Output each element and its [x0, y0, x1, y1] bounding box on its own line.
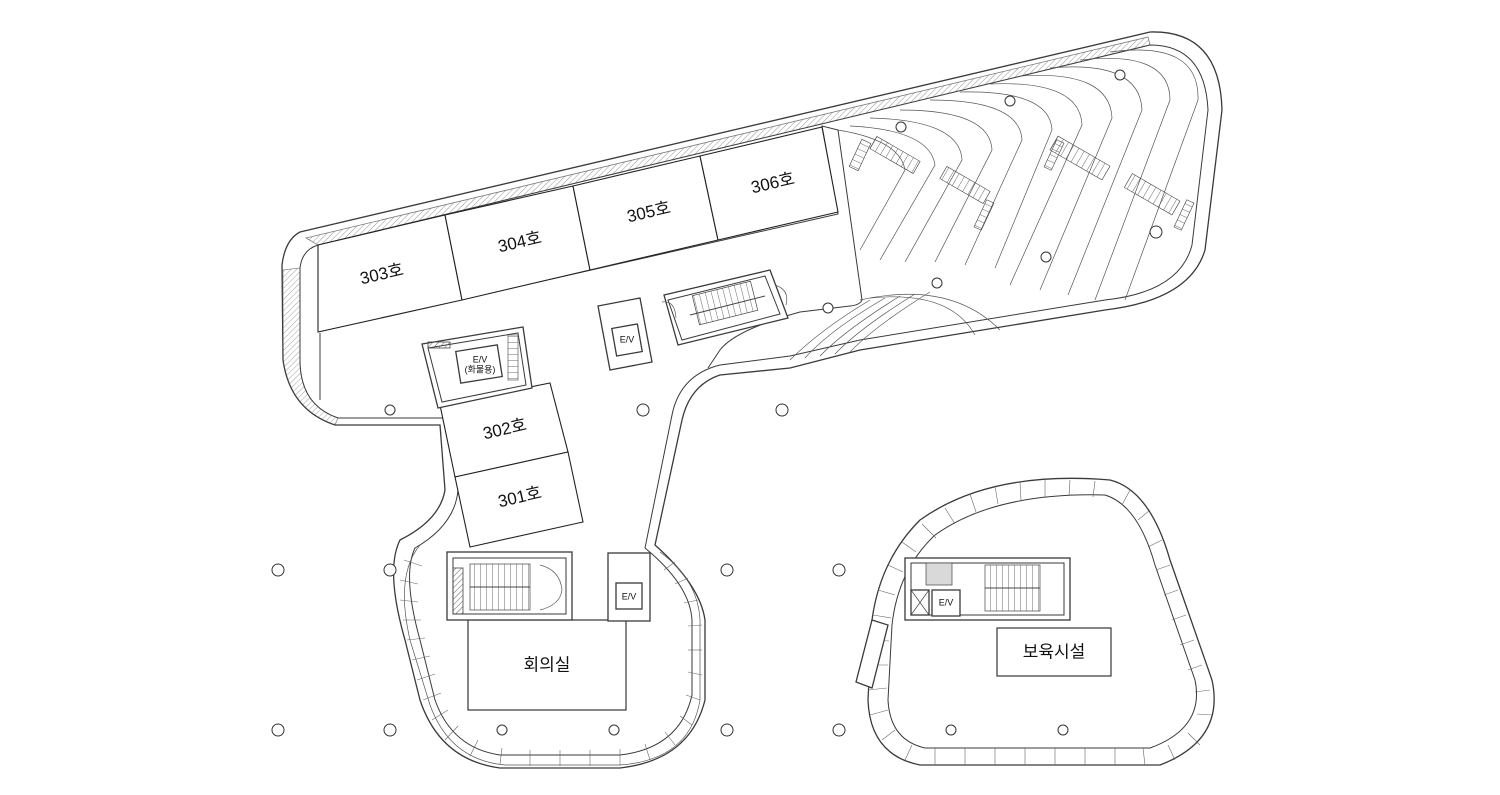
freight-ev-sub: (화물용) [465, 364, 496, 374]
structural-columns [271, 69, 1163, 737]
south-ev-label: E/V [622, 591, 637, 601]
room-302[interactable]: 302호 [439, 382, 569, 478]
freight-elevator-core: E/V (화물용) [421, 326, 533, 409]
central-ev-label: E/V [620, 334, 635, 344]
central-elevator: E/V [597, 297, 653, 371]
room-301[interactable]: 301호 [454, 451, 584, 548]
annex-elevator: E/V [931, 589, 961, 617]
annex-core [904, 557, 1071, 621]
childcare-room[interactable]: 보육시설 [996, 627, 1112, 677]
room-305[interactable]: 305호 [572, 155, 719, 271]
south-elevator: E/V [607, 552, 651, 622]
childcare-room-label: 보육시설 [1023, 642, 1086, 661]
freight-ev-label: E/V [473, 354, 488, 364]
south-stair-core [446, 551, 573, 621]
terrace-seating [789, 49, 1199, 361]
annex-building [855, 477, 1215, 766]
meeting-room[interactable]: 회의실 [467, 619, 627, 711]
meeting-room-label: 회의실 [524, 655, 571, 674]
room-306[interactable]: 306호 [699, 126, 839, 241]
central-stair-core [661, 269, 789, 346]
south-seating-ticks [399, 559, 703, 766]
room-304[interactable]: 304호 [444, 185, 591, 301]
annex-ev-label: E/V [939, 597, 954, 607]
